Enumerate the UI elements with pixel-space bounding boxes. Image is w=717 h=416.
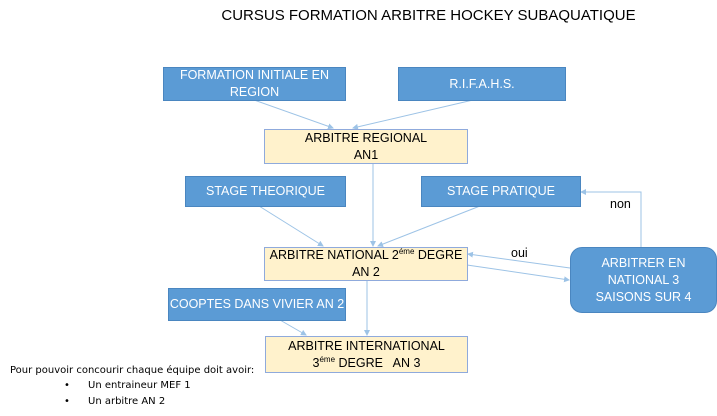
an1-line1: ARBITRE REGIONAL (304, 130, 428, 145)
node-formation-initiale: FORMATION INITIALE EN REGION (163, 67, 346, 101)
node-arbitre-regional: ARBITRE REGIONAL AN1 (264, 129, 468, 164)
bullet-icon: • (64, 396, 70, 407)
an3-line2-post: DEGRE AN 3 (335, 355, 421, 370)
node-stage-pratique: STAGE PRATIQUE (421, 176, 581, 207)
node-cooptes: COOPTES DANS VIVIER AN 2 (168, 288, 346, 321)
arrow-theorique-to-an2 (258, 205, 324, 247)
an2-line1-post: DEGRE (414, 248, 463, 262)
note-bullet-2: Un arbitre AN 2 (88, 396, 166, 407)
arrow-an2-to-arbitrer (466, 264, 570, 283)
an3-sup: éme (319, 354, 336, 364)
arrow-cooptes-to-an3 (279, 319, 307, 336)
arrow-rifahs-to-an1 (352, 99, 474, 130)
note-bullet-1: Un entraineur MEF 1 (88, 380, 191, 391)
arrow-arbitrer-to-pratique-non (580, 189, 642, 247)
an2-line2: AN 2 (352, 265, 380, 279)
an3-line1: ARBITRE INTERNATIONAL (288, 338, 445, 353)
node-arbitre-national: ARBITRE NATIONAL 2éme DEGRE AN 2 (264, 247, 468, 281)
an3-line2-pre: 3 (312, 355, 320, 370)
an1-line2: AN1 (353, 147, 379, 162)
an2-line1: ARBITRE NATIONAL 2éme DEGRE (270, 247, 463, 264)
an2-sup: éme (398, 247, 415, 256)
label-non: non (610, 197, 631, 211)
note-intro: Pour pouvoir concourir chaque équipe doi… (10, 365, 255, 376)
arrow-pratique-to-an2 (377, 205, 481, 247)
node-stage-theorique: STAGE THEORIQUE (185, 176, 346, 207)
bullet-icon: • (64, 380, 70, 391)
page-title: CURSUS FORMATION ARBITRE HOCKEY SUBAQUAT… (221, 7, 636, 24)
label-oui: oui (511, 246, 528, 260)
node-arbitrer-national: ARBITRER EN NATIONAL 3 SAISONS SUR 4 (570, 247, 717, 313)
arrow-arbitrer-to-an2-oui (467, 251, 571, 269)
an2-line1-text: ARBITRE NATIONAL 2 (269, 248, 399, 262)
node-rifahs: R.I.F.A.H.S. (398, 67, 566, 101)
node-arbitre-international: ARBITRE INTERNATIONAL 3éme DEGRE AN 3 (265, 336, 468, 373)
arrow-formation-to-an1 (253, 99, 334, 130)
an3-line2: 3éme DEGRE AN 3 (313, 355, 421, 372)
